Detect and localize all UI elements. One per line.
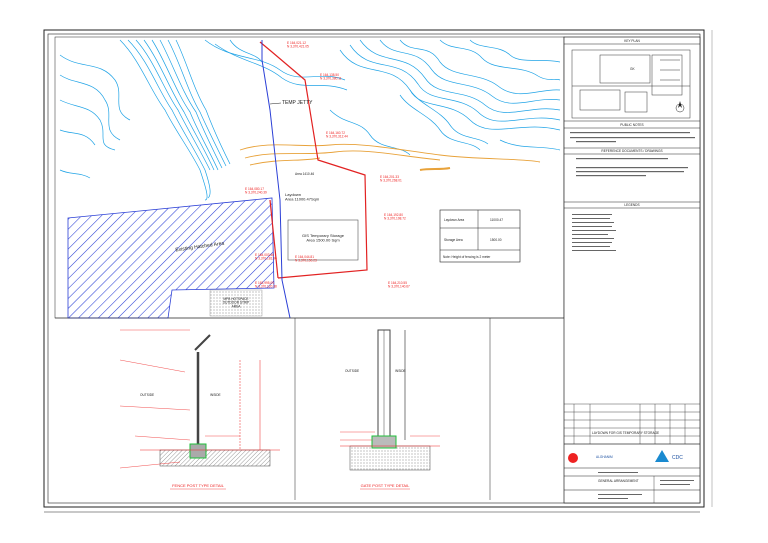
key-plan-title: KEY PLAN [624, 39, 640, 43]
sheet-border [43, 29, 705, 508]
shoreline-contours [239, 143, 541, 171]
detail-b-inside: INSIDE [395, 369, 406, 373]
table-note: Note: Height of fencing is 2 meter [443, 255, 491, 259]
table-row2-left: Storage Area [444, 238, 463, 242]
table-row1-left: Laydown Area [444, 218, 464, 222]
client-logo: CDC [655, 450, 683, 462]
title-block-doc: GENERAL ARRANGEMENT [598, 479, 639, 483]
pub-notes-title: PUBLIC NOTES [620, 123, 643, 127]
table-row2-right: 1500.00 [490, 238, 502, 242]
detail-a-inside: INSIDE [210, 393, 221, 397]
legends-title: LEGENDS [624, 203, 639, 207]
table-row1-right: 11000.47 [490, 218, 503, 222]
key-plan [571, 49, 691, 119]
gate-post-detail: OUTSIDE INSIDE GATE POST TYPE DETAIL [340, 329, 440, 490]
contractor-name: ALGHANIM [596, 455, 613, 459]
area-table: Laydown Area 11000.47 Storage Area 1500.… [439, 209, 521, 263]
fence-post-detail: OUTSIDE INSIDE FENCE POST TYPE DETAIL [119, 329, 280, 490]
gis-storage-area [287, 219, 359, 261]
hatch-area-label: Area 1410.46 [295, 172, 314, 176]
contour-lines [59, 39, 561, 201]
site-plan: Existing Hatched Area GIS Temporary Stor… [54, 36, 565, 319]
temp-jetty-label: TEMP JETTY [282, 100, 313, 106]
north-arrow-icon [675, 101, 685, 113]
detail-a-title: FENCE POST TYPE DETAIL [172, 483, 225, 488]
client-name: CDC [672, 455, 683, 461]
contractor-logo: ALGHANIM [568, 453, 613, 463]
title-block-project: LAYDOWN FOR GIS TEMPORARY STORAGE [592, 431, 659, 435]
right-panel: KEY PLAN GK PUBLIC NOTES REFERENCE DOC [563, 36, 701, 504]
laydown-boundary [259, 41, 368, 279]
access-road [261, 40, 291, 319]
detail-b-title: GATE POST TYPE DETAIL [361, 483, 411, 488]
key-plan-area-label: GK [630, 67, 635, 71]
reference-title: REFERENCE DOCUMENTS / DRAWINGS [601, 149, 662, 153]
detail-b-outside: OUTSIDE [345, 369, 359, 373]
detail-a-outside: OUTSIDE [140, 393, 154, 397]
